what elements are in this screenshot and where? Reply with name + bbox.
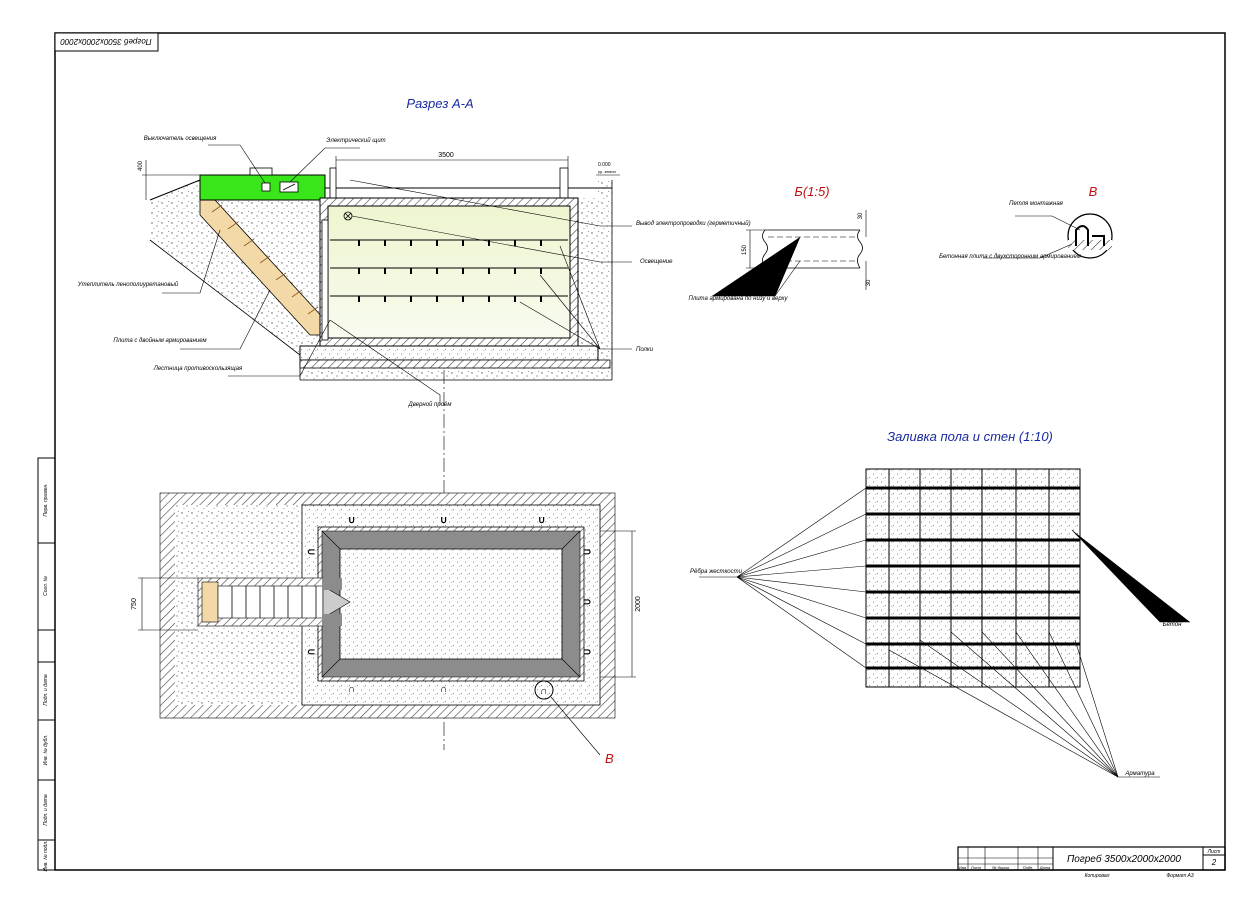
loop-icon-8: ⊃ [583,647,591,658]
col-label-5: Дата [1039,865,1051,870]
dim-750-text: 750 [131,598,138,610]
level-sub: ур. земли [598,169,616,174]
label-ribs: Рёбра жесткости [690,569,743,575]
sheet-number: 2 [1211,858,1217,867]
callout-v-circle [534,680,554,700]
label-rebar: Арматура [1124,771,1155,777]
label-concrete-slab: Бетонная плита с двухсторонним армирован… [939,254,1081,260]
dim-400-text: 400 [138,160,144,171]
left-side-strip: Перв. примен. Согл. № Подп. и дата Инв. … [37,457,56,872]
fill-grid [865,468,1081,688]
label-shelves: Полки [636,347,654,353]
detail-v-circle [1067,213,1113,259]
loop-icon-5: ∩ [440,684,447,695]
plan-view: ∪ ∪ ∪ ∩ ∩ ⊃ ⊃ ⊃ ⊂ ⊂ ∩ В 2000 750 [131,492,642,766]
label-light: Освещение [640,259,673,265]
col-label-1: Изм. [959,865,968,870]
label-ladder: Лестница противоскользящая [153,366,243,372]
label-cable: Вывод электропроводки (герметичный) [636,220,751,227]
plan-stair [217,585,324,619]
label-concrete: Бетон [1163,622,1182,628]
outer-frame [54,32,1226,871]
title-block: Изм. Лист № докум. Подп. Дата Погреб 350… [957,846,1226,879]
floor-fill: Заливка пола и стен (1:10) [690,429,1190,778]
col-label-2: Лист [970,865,982,870]
door-opening [321,219,329,341]
floor-slab [299,345,599,361]
detail-v: В Петля монтажная Бетонная плита с двухс… [939,184,1113,260]
loop-icon-7: ⊃ [583,597,591,608]
sheet-label: Лист [1207,849,1221,855]
cellar-interior [327,205,571,339]
section-aa-title: Разрез А-А [406,96,473,111]
label-slab: Плита с двойным армированием [113,337,206,344]
label-door: Дверной проём [408,401,452,408]
col-label-4: Подп. [1023,865,1034,870]
format-label: Формат A3 [1166,873,1194,879]
loop-icon-6: ⊃ [583,547,591,558]
side-label-2: Согл. № [43,576,49,596]
floor-fill-title: Заливка пола и стен (1:10) [887,429,1053,444]
loop-icon-3: ∪ [538,515,545,526]
loop-icon-4: ∩ [348,684,355,695]
top-stamp-text: Погреб 3500х2000х2000 [60,37,152,46]
side-label-3: Подп. и дата [43,674,49,706]
drawing-name: Погреб 3500х2000х2000 [1067,853,1181,865]
dim-30-top: 30 [858,212,864,219]
label-loop: Петля монтажная [1009,201,1064,207]
loop-icon-9: ⊂ [307,547,315,558]
rebar-grid [866,486,1080,670]
vent-pipe-right [559,167,569,199]
loop-icon-1: ∪ [348,515,355,526]
switch-icon [261,182,271,192]
top-stamp-box [54,32,159,52]
dim-30-bottom: 30 [866,279,872,286]
copied-label: Копировал [1085,873,1110,879]
side-label-5: Подп. и дата [43,794,49,826]
label-panel: Электрический щит [326,137,385,144]
detail-b: Б(1:5) 150 30 30 Плита армирована по низ… [688,184,872,302]
loop-icon-10: ⊂ [307,647,315,658]
label-switch: Выключатель освещения [144,136,217,142]
callout-v-label: В [605,751,614,766]
dim-3500-text: 3500 [438,152,454,159]
label-insulation: Утеплитель пенополиуретановый [77,281,179,288]
level-mark: 0.000 [598,162,611,168]
side-label-6: Инв. № подл. [43,840,49,871]
detail-v-title: В [1089,184,1098,199]
vent-pipe-left [329,167,337,199]
plan-stair-landing [201,581,219,623]
dim-3500 [335,156,569,168]
plan-floor [339,548,563,660]
detail-b-label: Плита армирована по низу и верху [688,296,788,302]
mounting-loop-icon [1075,225,1105,246]
shelves [330,239,568,297]
side-label-4: Инв. № дубл. [43,735,49,766]
svg-text:∩: ∩ [540,686,547,697]
side-label-1: Перв. примен. [43,483,49,516]
col-label-3: № докум. [992,865,1010,870]
dim-2000-text: 2000 [635,596,642,612]
detail-b-title: Б(1:5) [794,184,829,199]
section-aa: Разрез А-А [77,96,751,750]
loop-icon-2: ∪ [440,515,447,526]
dim-150-text: 150 [742,244,748,255]
